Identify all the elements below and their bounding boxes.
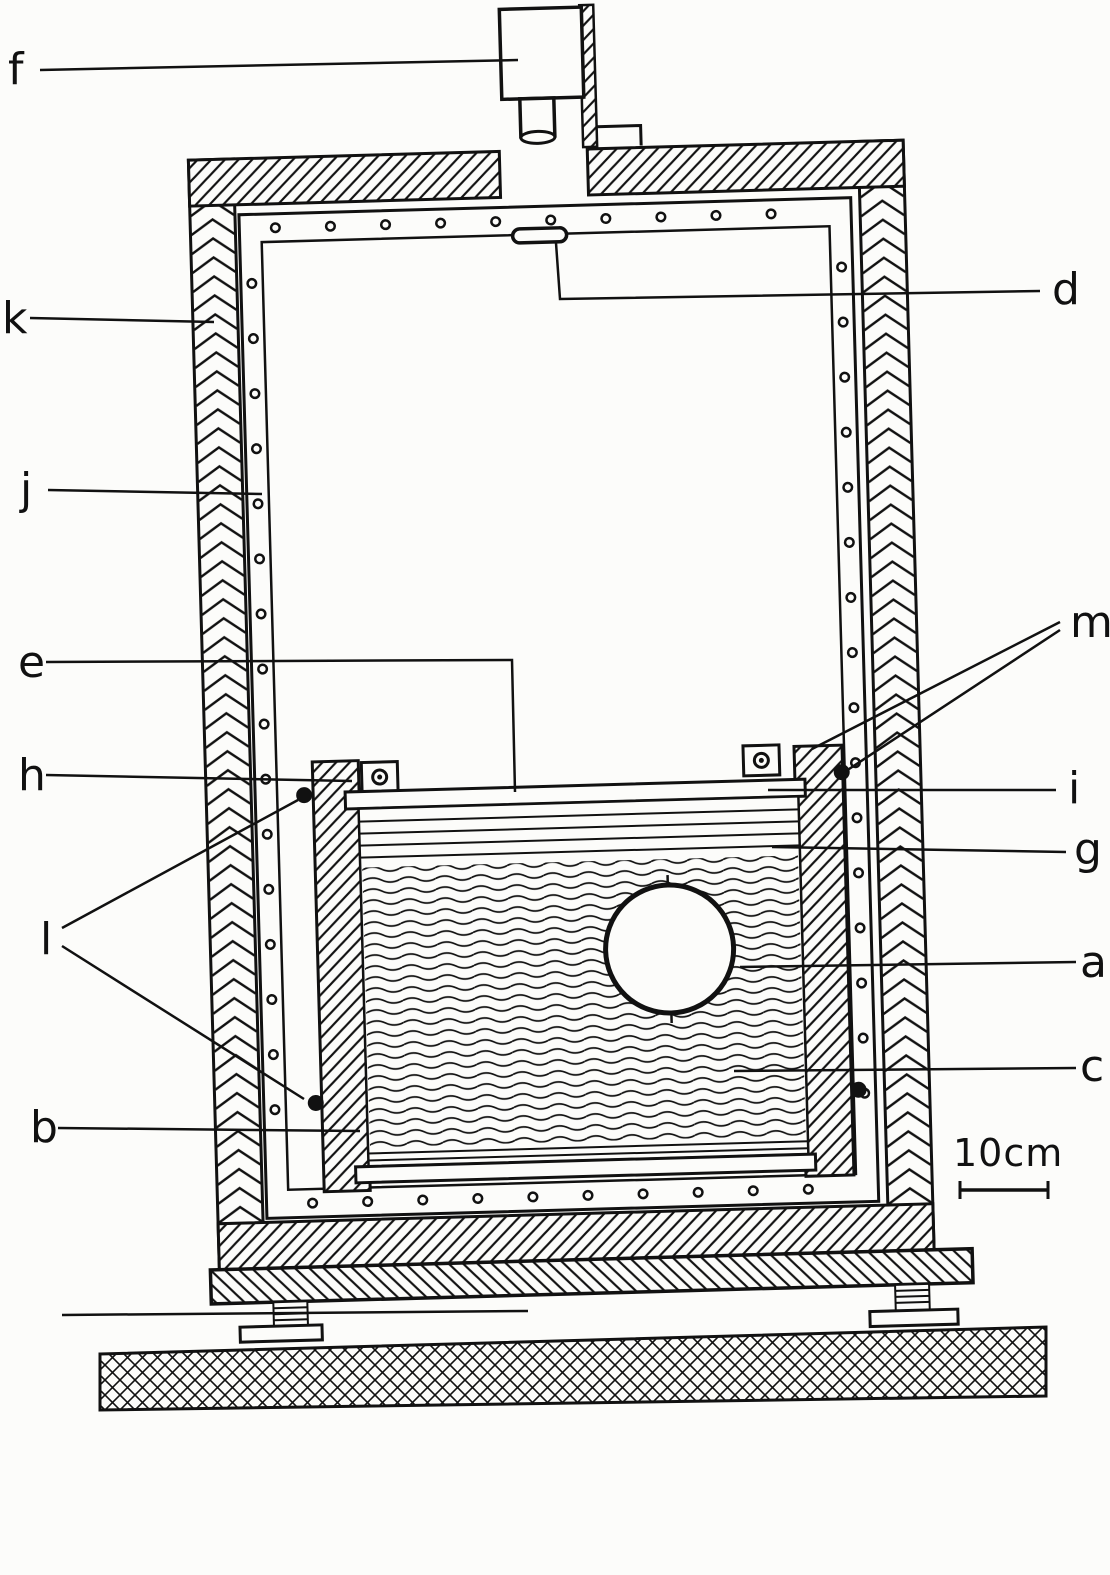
leader-lines bbox=[29, 58, 1077, 1133]
liner-outer-shell bbox=[237, 196, 881, 1220]
label-m: m bbox=[1070, 597, 1110, 648]
block-bottom-layers bbox=[368, 1140, 809, 1162]
leader-l-lower bbox=[61, 944, 305, 1101]
label-f: f bbox=[8, 44, 25, 95]
scale-bar-ticks bbox=[958, 1181, 1050, 1199]
leader-c bbox=[733, 1066, 1077, 1073]
right-foot-plate bbox=[868, 1307, 960, 1329]
vessel-top-band-right bbox=[585, 138, 906, 197]
corner-fitting-left bbox=[359, 760, 400, 795]
label-l: l bbox=[40, 914, 52, 965]
leader-d bbox=[554, 242, 1041, 301]
base-plate bbox=[208, 1246, 975, 1306]
leader-f bbox=[39, 58, 519, 72]
leader-m-upper bbox=[811, 620, 1061, 751]
sample-cavity bbox=[603, 882, 737, 1016]
vessel-top-band-left bbox=[186, 149, 503, 208]
leader-m-lower bbox=[845, 628, 1061, 773]
label-e: e bbox=[18, 637, 45, 688]
scale-bar-label: 10cm bbox=[953, 1131, 1063, 1175]
part-labels: f k j e h l b d m i g a c bbox=[2, 44, 1110, 1153]
leader-l-upper bbox=[61, 798, 299, 930]
inner-assembly bbox=[296, 743, 867, 1194]
label-a: a bbox=[1080, 937, 1107, 988]
fitting-step bbox=[596, 123, 643, 146]
label-b: b bbox=[30, 1102, 58, 1153]
right-foot bbox=[868, 1282, 960, 1329]
leader-e bbox=[45, 658, 517, 793]
sensor-dot-left-top bbox=[296, 787, 313, 804]
corner-fitting-pin bbox=[377, 774, 383, 780]
apparatus-body bbox=[186, 3, 975, 1344]
leader-j bbox=[47, 488, 263, 496]
scale-bar: 10cm bbox=[953, 1131, 1063, 1199]
leader-g bbox=[771, 845, 1067, 854]
leader-k bbox=[29, 316, 215, 324]
label-c: c bbox=[1080, 1041, 1104, 1092]
label-d: d bbox=[1052, 264, 1080, 315]
floor-reference-line bbox=[61, 1309, 529, 1317]
vessel-right-wall bbox=[856, 138, 936, 1253]
top-fitting bbox=[497, 3, 643, 149]
inner-liner bbox=[237, 196, 881, 1220]
leader-a bbox=[739, 960, 1077, 969]
sensor-dot-left-bottom bbox=[307, 1094, 324, 1111]
top-port-piece bbox=[510, 226, 569, 245]
label-i: i bbox=[1068, 763, 1080, 814]
liner-bolt-circles bbox=[246, 206, 872, 1209]
leader-h bbox=[45, 773, 353, 783]
sensor-dot-right-top bbox=[833, 764, 850, 781]
label-k: k bbox=[2, 293, 28, 344]
leader-b bbox=[57, 1126, 361, 1133]
left-foot-plate bbox=[238, 1323, 324, 1344]
cavity-axis-ticks bbox=[666, 875, 673, 1024]
fitting-body bbox=[497, 5, 586, 102]
label-j: j bbox=[19, 464, 32, 515]
left-foot bbox=[238, 1300, 324, 1344]
block-top-layers bbox=[358, 808, 800, 859]
label-g: g bbox=[1074, 824, 1102, 875]
corner-fitting-right bbox=[741, 743, 782, 778]
fitting-tube-tip bbox=[519, 129, 557, 145]
sensor-dot-right-bottom bbox=[850, 1081, 867, 1098]
block-wavy-layers bbox=[362, 855, 806, 1148]
label-h: h bbox=[18, 750, 46, 801]
corner-fitting-pin bbox=[758, 757, 764, 763]
ground-hatch bbox=[98, 1325, 1048, 1412]
assembly-bottom-plate bbox=[354, 1152, 818, 1185]
